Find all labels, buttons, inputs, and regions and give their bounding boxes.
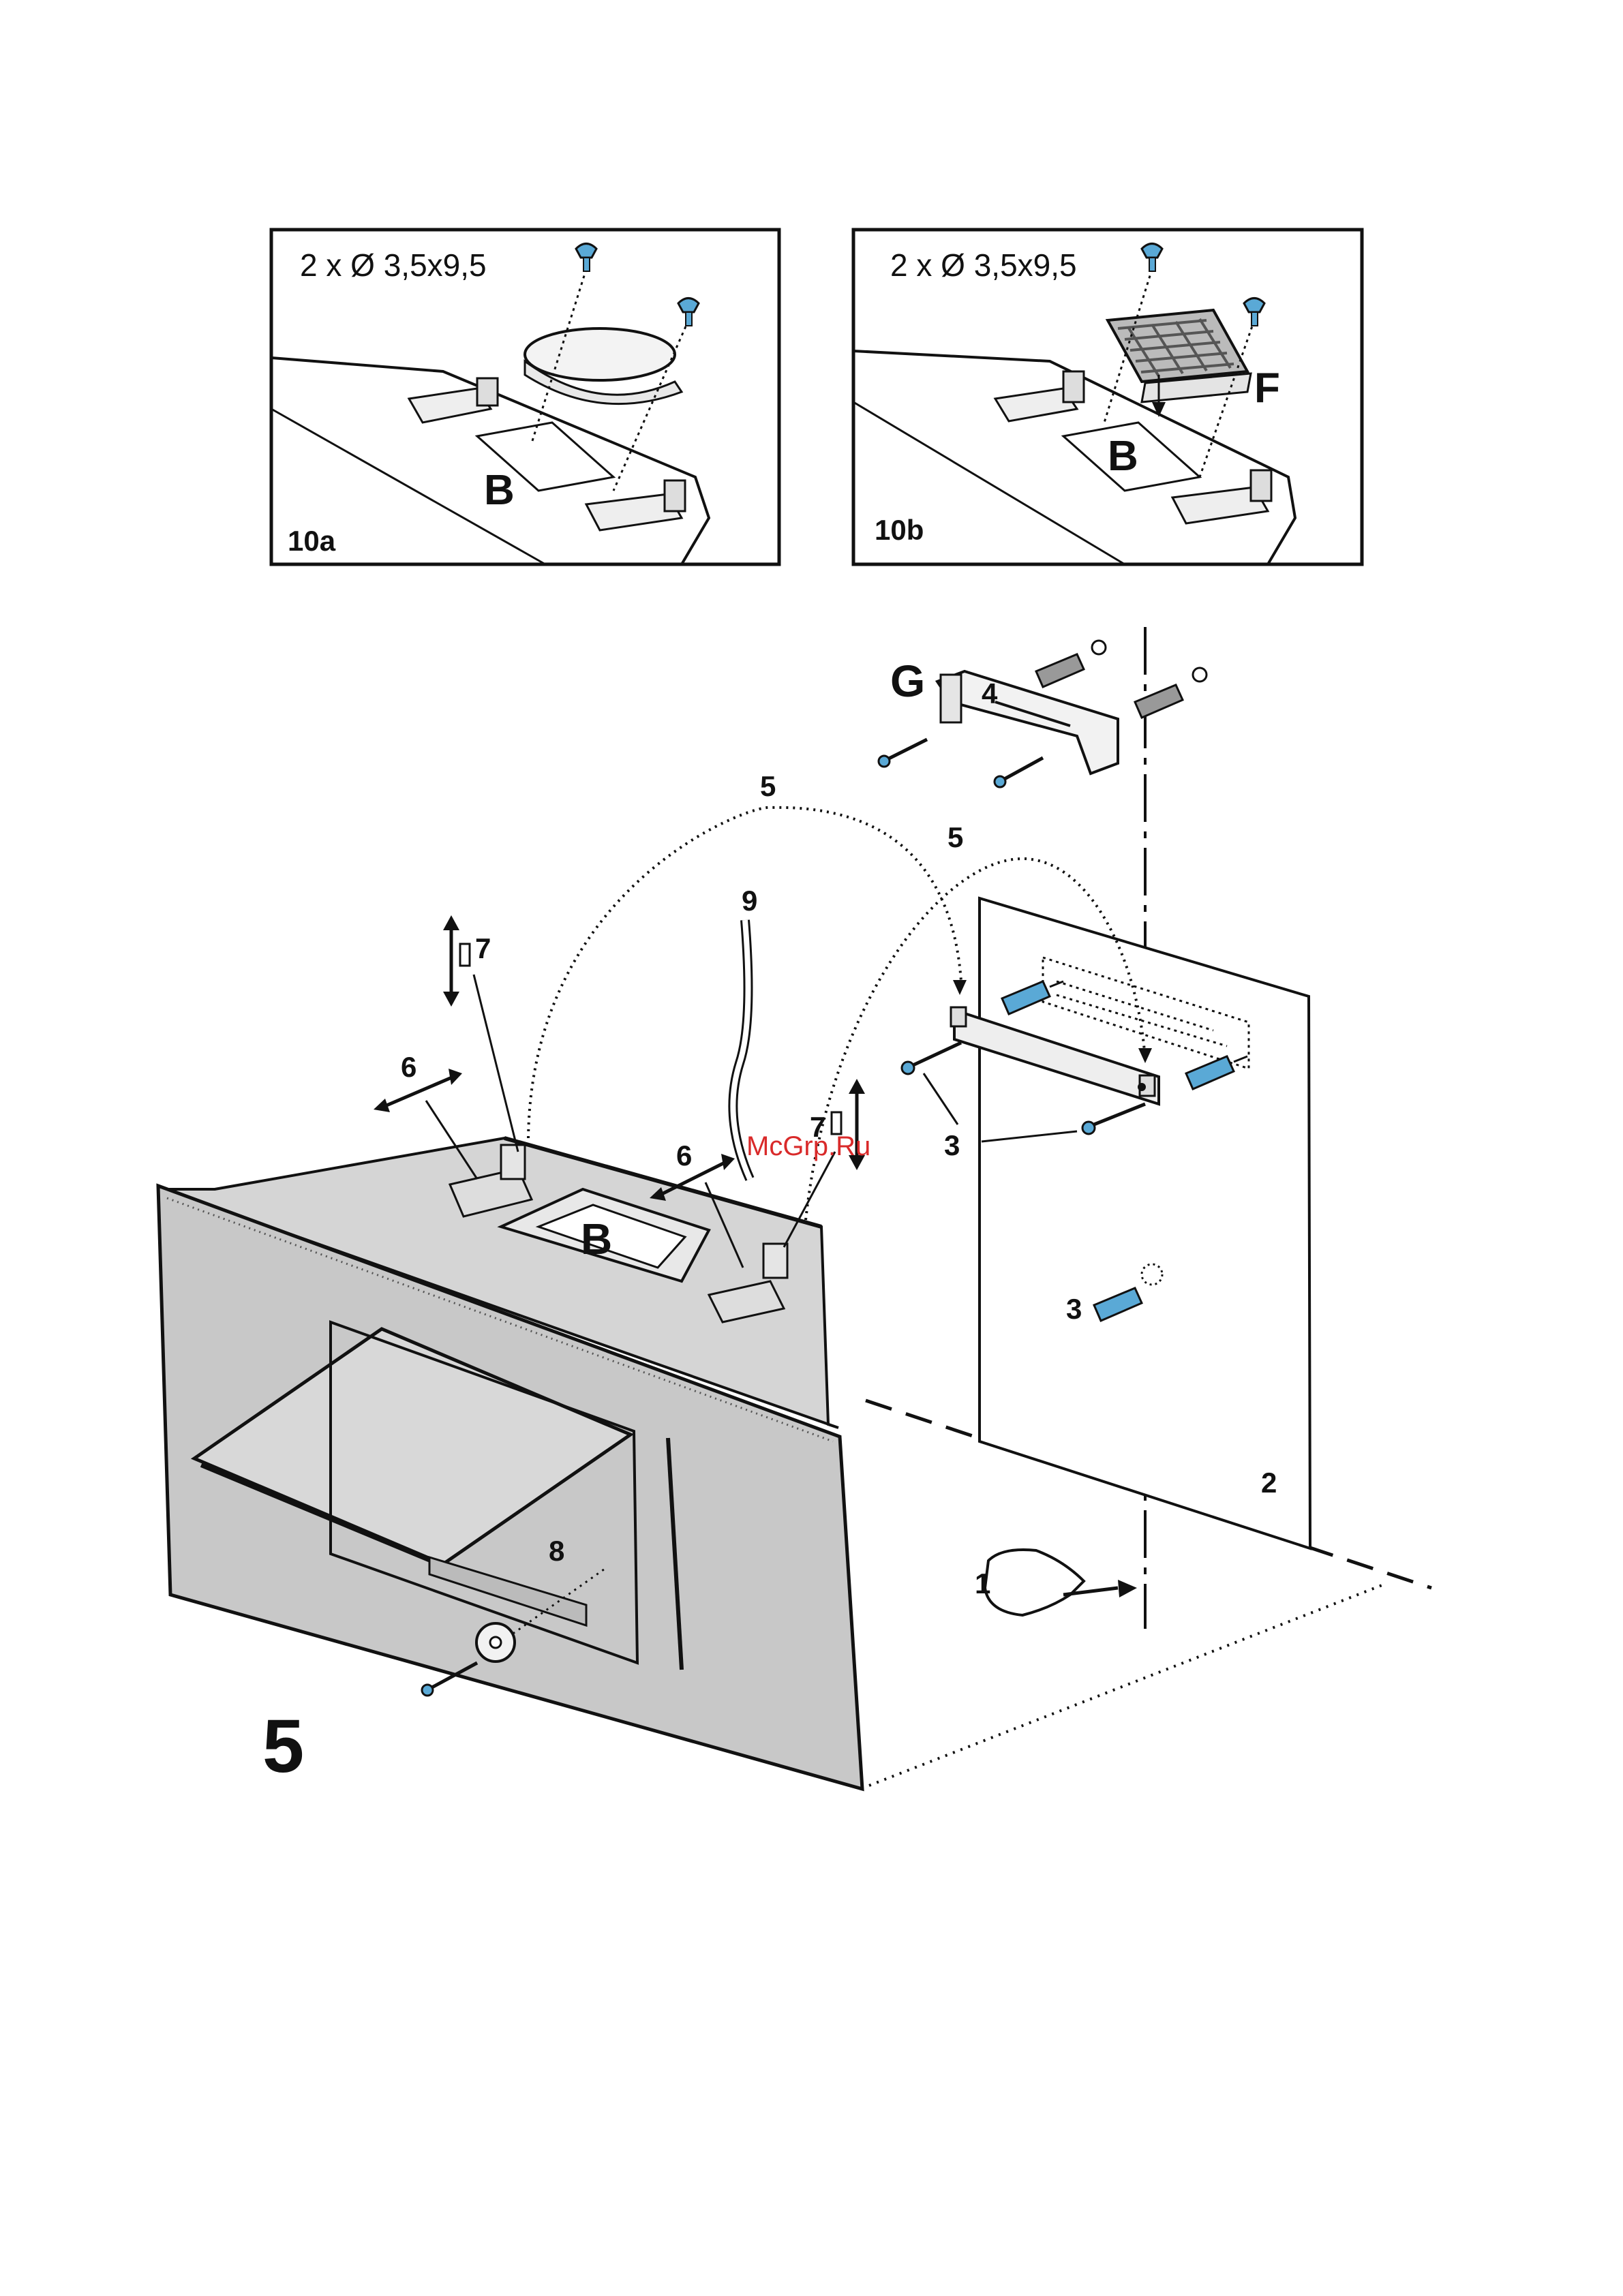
bracket-label-g: G <box>890 656 925 706</box>
figure-number: 5 <box>262 1704 304 1788</box>
callout-wall-plugs-b: 3 <box>1066 1293 1082 1325</box>
screw-spec-10b: 2 x Ø 3,5x9,5 <box>890 247 1077 283</box>
callout-hang-arc-b: 5 <box>947 821 963 853</box>
panel-label-10b: 10b <box>875 514 924 546</box>
wall-plug-icon <box>1135 668 1207 718</box>
callout-marking: 1 <box>975 1567 990 1599</box>
callout-hang-arc-a: 5 <box>760 770 776 802</box>
screw-spec-10a: 2 x Ø 3,5x9,5 <box>300 247 487 283</box>
screw-icon <box>879 739 927 767</box>
opening-label-10b: B <box>1108 433 1138 480</box>
filter-label-10b: F <box>1254 365 1280 412</box>
callout-adjust-left: 6 <box>401 1051 416 1083</box>
callout-adjust-right: 6 <box>676 1139 692 1172</box>
bracket-g <box>937 671 1118 774</box>
screw-icon <box>902 1043 961 1074</box>
callout-bracket: 4 <box>982 677 998 709</box>
callout-height-left: 7 <box>475 932 491 964</box>
main-figure: 5 5 9 7 7 6 6 4 G 3 3 2 1 8 B McGrp.Ru 5 <box>158 627 1431 1789</box>
callout-cable: 9 <box>742 885 757 917</box>
wall-plug-icon <box>1036 641 1106 687</box>
callout-wall: 2 <box>1261 1467 1277 1499</box>
panel-10a: 2 x Ø 3,5x9,5 B 10a <box>271 230 779 564</box>
watermark: McGrp.Ru <box>746 1131 870 1161</box>
callout-wall-plugs-a: 3 <box>944 1129 960 1161</box>
page-edge <box>0 2291 1623 2296</box>
opening-label-10a: B <box>484 467 515 514</box>
callout-safety-screw: 8 <box>549 1535 564 1567</box>
opening-label-b: B <box>581 1214 612 1264</box>
panel-label-10a: 10a <box>288 525 336 557</box>
hand-marking-icon <box>985 1550 1137 1615</box>
hood-body <box>158 1138 862 1789</box>
panel-10b: 2 x Ø 3,5x9,5 B F 10b <box>853 230 1362 564</box>
screw-icon <box>995 758 1043 787</box>
